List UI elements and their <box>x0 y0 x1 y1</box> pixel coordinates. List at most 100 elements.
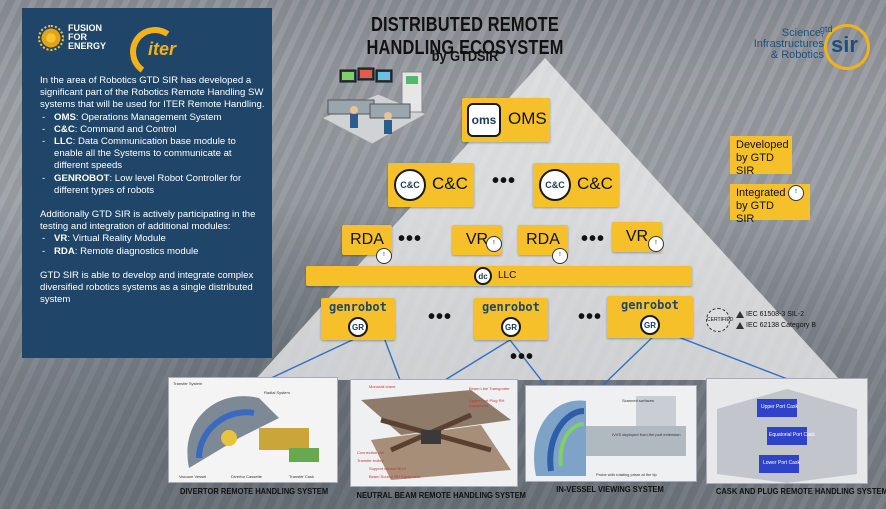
rda-ellipsis: ••• <box>398 228 423 250</box>
genrobot-ellipsis-2: ••• <box>578 306 603 328</box>
llc-icon: dc <box>474 267 492 285</box>
neutral-beam-system-image: Monorail crane Beam Line Transporter Upp… <box>350 379 518 487</box>
cert-line-1: IEC 61508-3 SIL-2 <box>746 311 804 318</box>
in-vessel-viewing-image: Scanned surfaces IVVS deployed from the … <box>525 385 697 482</box>
page-subtitle: by GTDSIR <box>431 48 499 65</box>
integrated-badge-icon: ! <box>376 248 392 264</box>
warning-triangle-icon <box>736 311 744 318</box>
divertor-label: Divertor Cassette <box>231 474 262 479</box>
oms-label: OMS <box>508 109 547 128</box>
connector-ivv <box>509 339 546 386</box>
gtd-sir-text: sir <box>831 32 858 57</box>
cask-label: Equatorial Port Cask <box>769 432 815 438</box>
cc-icon: C&C <box>539 169 571 201</box>
cask-label: Lower Port Cask <box>763 460 800 466</box>
divertor-label: Vacuum Vessel <box>179 474 207 479</box>
cc-ellipsis: ••• <box>492 170 517 192</box>
list-item: RDA: Remote diagnostics module <box>40 246 266 258</box>
ivv-label: IVVS deployed from the port extension <box>612 432 681 437</box>
ivv-label: Probe with rotating prism at the tip <box>596 472 657 477</box>
oms-icon: oms <box>467 103 501 137</box>
oms-box: oms OMS <box>462 98 550 142</box>
integrated-badge-icon: ! <box>788 185 804 201</box>
genrobot-box-1: genrobot GR <box>321 298 395 340</box>
integrated-modules-list: VR: Virtual Reality Module RDA: Remote d… <box>40 233 266 258</box>
list-item: GENROBOT: Low level Robot Controller for… <box>40 173 266 197</box>
cc-label: C&C <box>432 174 468 193</box>
legend-integrated: Integrated by GTD SIR <box>730 184 810 225</box>
vr-label: VR <box>465 231 489 248</box>
vr-label: VR <box>625 228 649 245</box>
ivv-label: Scanned surfaces <box>622 398 655 403</box>
gr-icon: GR <box>501 317 521 337</box>
gtd-circle-icon <box>824 24 870 70</box>
control-room-illustration <box>320 67 428 145</box>
connector-ivv-2 <box>599 329 661 389</box>
f4e-logo-text: FUSION FOR ENERGY <box>68 23 107 51</box>
cc-icon: C&C <box>394 169 426 201</box>
genrobot-label: genrobot <box>482 300 540 314</box>
cask-plug-system-image: Upper Port Cask Equatorial Port Cask Low… <box>706 378 868 484</box>
additional-paragraph: Additionally GTD SIR is actively partici… <box>40 209 256 233</box>
divertor-illustration <box>169 378 337 482</box>
legend-developed: Developed by GTD SIR <box>730 136 792 177</box>
llc-bar: dc LLC <box>306 266 692 286</box>
genrobot-label: genrobot <box>329 300 387 314</box>
developed-modules-list: OMS: Operations Management System C&C: C… <box>40 112 266 197</box>
rda-box-2: RDA <box>518 225 568 255</box>
integrated-badge-icon: ! <box>486 236 502 252</box>
connector-nb <box>444 339 511 381</box>
neutral-beam-caption: NEUTRAL BEAM REMOTE HANDLING SYSTEM <box>356 490 526 500</box>
nb-label: Support vehicle BUS <box>369 466 406 471</box>
divertor-label: Radial System <box>264 390 290 395</box>
cask-plug-caption: CASK AND PLUG REMOTE HANDLING SYSTEM <box>715 486 886 496</box>
nb-label: Beam Line Transporter <box>469 386 510 391</box>
page-title: DISTRIBUTED REMOTE HANDLING ECOSYSTEM <box>366 14 564 59</box>
rda-label: RDA <box>350 231 384 248</box>
llc-label: LLC <box>498 270 517 281</box>
divertor-system-image: Transfer System Radial System Vacuum Ves… <box>168 377 338 483</box>
genrobot-box-3: genrobot GR <box>607 296 693 338</box>
genrobot-label: genrobot <box>621 298 679 312</box>
nb-label: Monorail crane <box>369 384 396 389</box>
panel-text: In the area of Robotics GTD SIR has deve… <box>40 75 266 306</box>
list-item: C&C: Command and Control <box>40 124 266 136</box>
systems-ellipsis: ••• <box>510 346 535 368</box>
iter-logo-text: iter <box>148 39 177 59</box>
divertor-caption: DIVERTOR REMOTE HANDLING SYSTEM <box>180 486 329 496</box>
certified-seal-icon: CERTIFIED <box>706 308 733 332</box>
partner-logos: FUSION FOR ENERGY iter <box>38 23 258 81</box>
closing-paragraph: GTD SIR is able to develop and integrate… <box>40 269 254 306</box>
genrobot-box-2: genrobot GR <box>474 298 548 340</box>
fusion-for-energy-logo: FUSION FOR ENERGY <box>38 24 112 51</box>
cc-box-2: C&C C&C <box>533 163 619 207</box>
list-item: LLC: Data Communication base module to e… <box>40 136 266 173</box>
in-vessel-caption: IN-VESSEL VIEWING SYSTEM <box>556 484 664 494</box>
integrated-badge-icon: ! <box>648 236 664 252</box>
intro-paragraph: In the area of Robotics GTD SIR has deve… <box>40 75 265 111</box>
neutral-beam-illustration <box>351 380 517 486</box>
info-panel: FUSION FOR ENERGY iter In the area of Ro… <box>22 8 272 358</box>
gtd-logo-lines: Science, Infrastructures & Robotics <box>753 27 824 61</box>
genrobot-ellipsis: ••• <box>428 306 453 328</box>
in-vessel-illustration <box>526 386 696 481</box>
gtd-sir-logo: Science, Infrastructures & Robotics gtd … <box>738 24 878 74</box>
cask-plug-illustration <box>707 379 867 483</box>
vr-ellipsis: ••• <box>581 228 606 250</box>
gr-icon: GR <box>640 315 660 335</box>
list-item: VR: Virtual Reality Module <box>40 233 266 245</box>
integrated-badge-icon: ! <box>552 248 568 264</box>
cert-line-2: IEC 62138 Category B <box>746 322 817 329</box>
gr-icon: GR <box>348 317 368 337</box>
cc-label: C&C <box>577 174 613 193</box>
list-item: OMS: Operations Management System <box>40 112 266 124</box>
legend-integrated-label: Integrated by GTD SIR <box>736 187 786 225</box>
divertor-label: Transfer System <box>173 381 203 386</box>
pyramid-shape <box>255 58 840 380</box>
nb-label: Beam Source RH Equipment <box>369 474 421 479</box>
cc-box-1: C&C C&C <box>388 163 474 207</box>
nb-label: Transfer trolley <box>357 458 384 463</box>
divertor-label: Transfer Cask <box>289 474 314 479</box>
rda-label: RDA <box>526 231 560 248</box>
nb-label: Connection rail <box>357 450 384 455</box>
